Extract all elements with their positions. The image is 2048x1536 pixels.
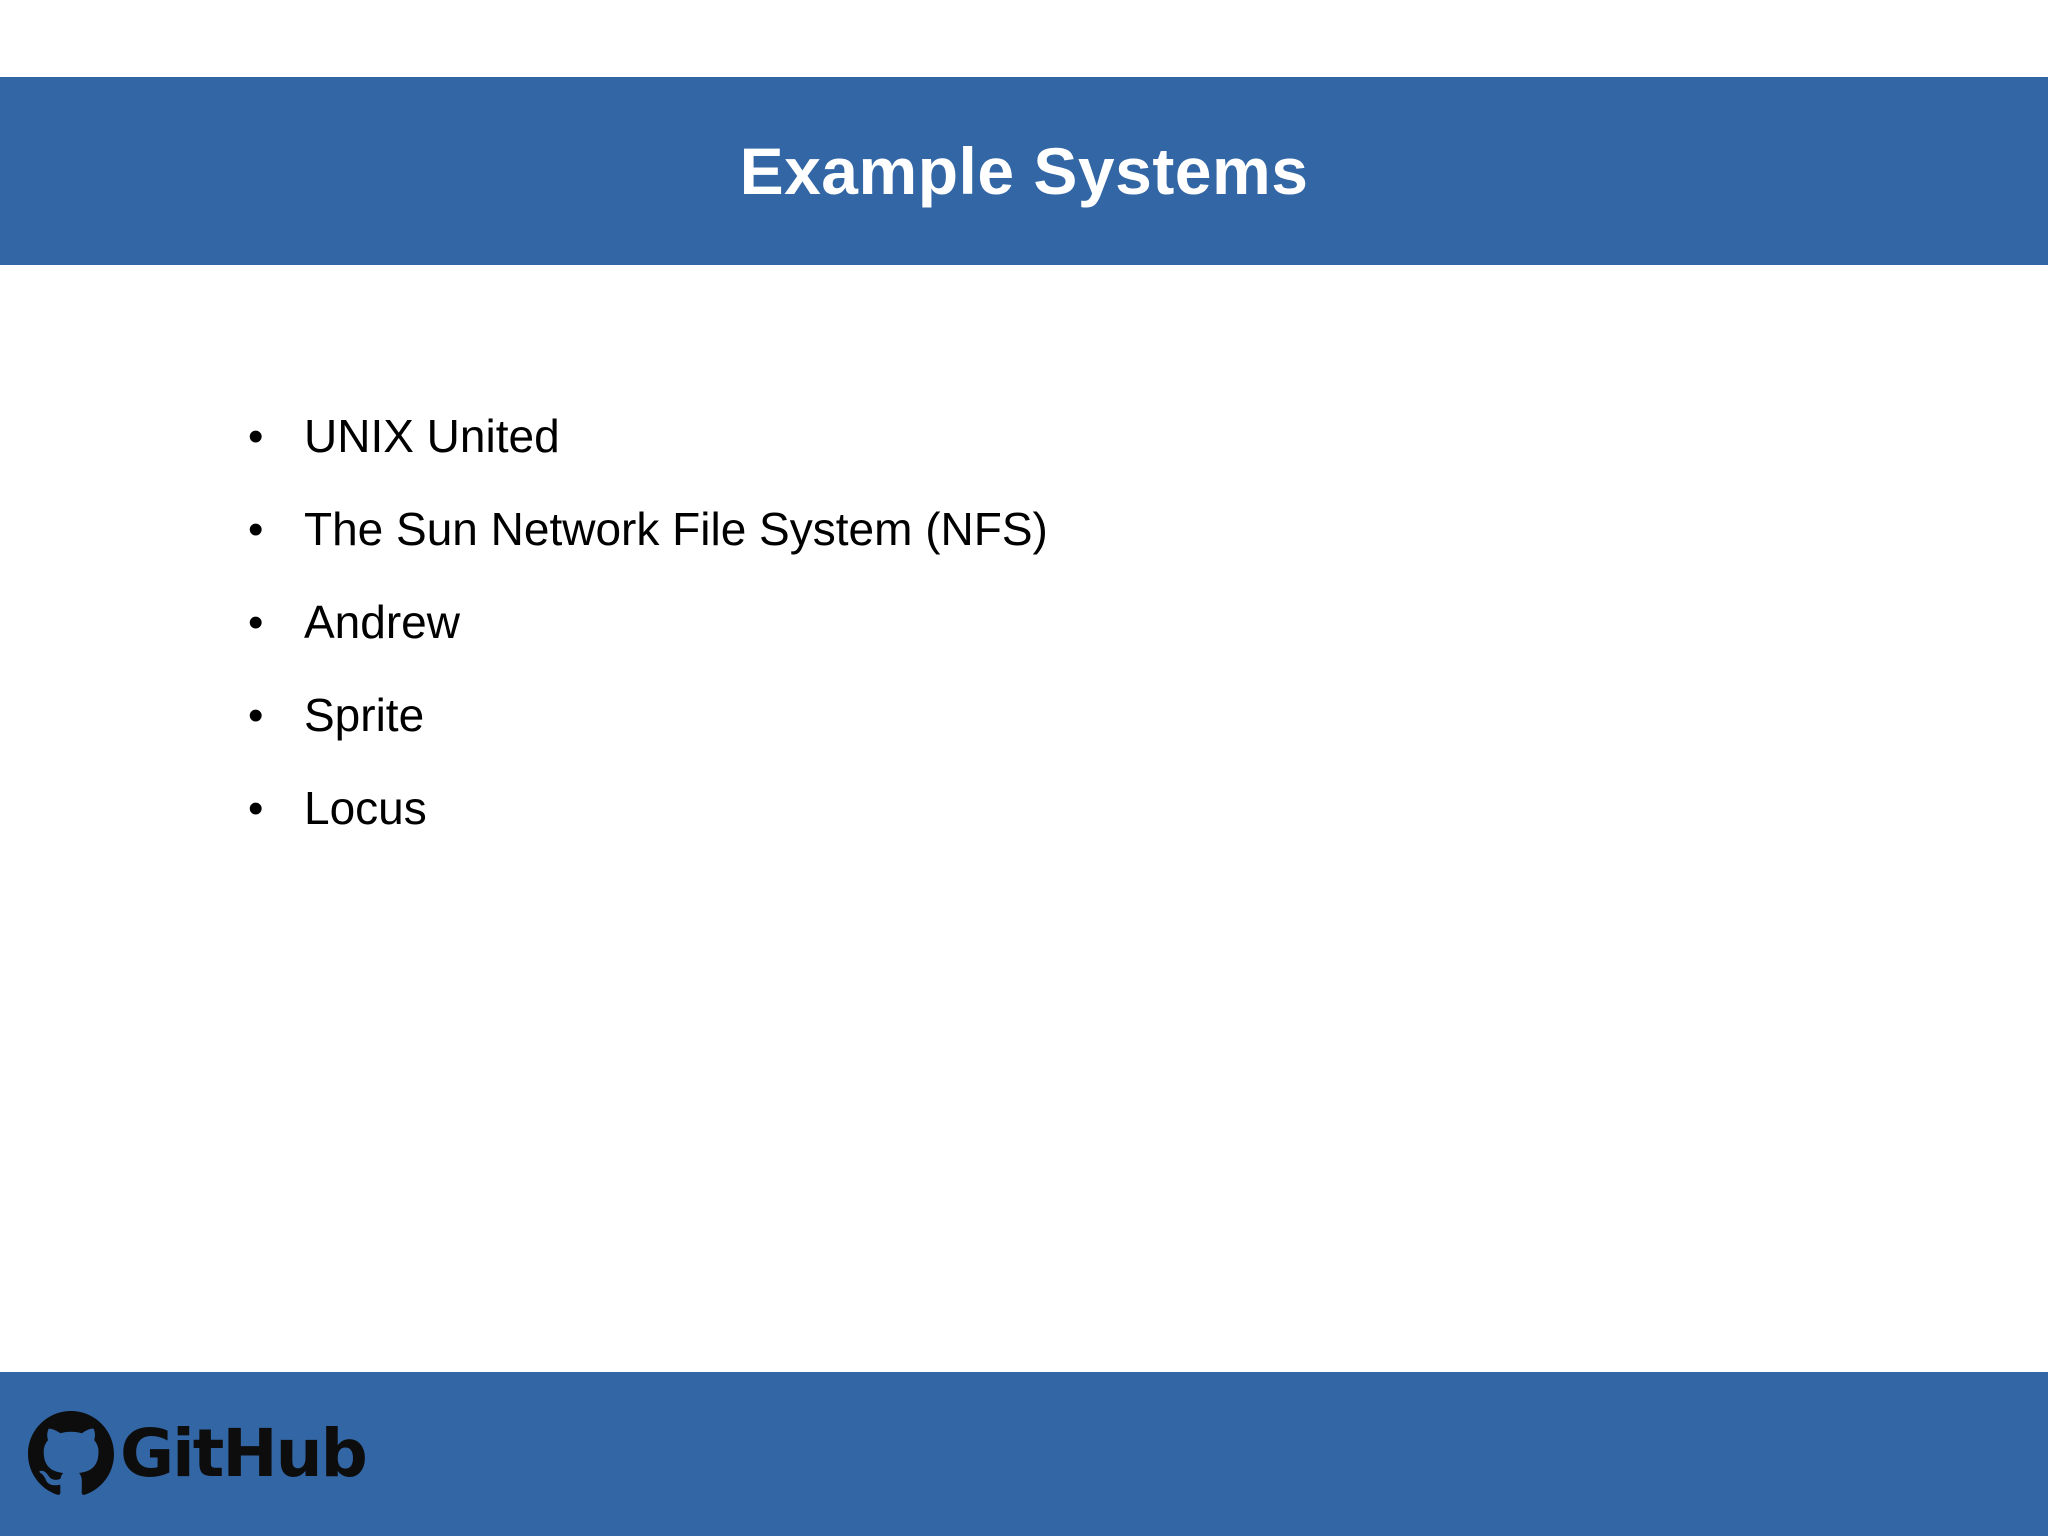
- bullet-icon: •: [248, 412, 264, 461]
- list-item: • UNIX United: [248, 390, 1048, 483]
- slide-body: • UNIX United • The Sun Network File Sys…: [0, 265, 2048, 1372]
- github-octocat-icon: [28, 1411, 114, 1497]
- list-item-label: UNIX United: [304, 410, 560, 462]
- list-item: • Sprite: [248, 669, 1048, 762]
- title-banner: Example Systems: [0, 77, 2048, 265]
- bullet-icon: •: [248, 505, 264, 554]
- bullet-icon: •: [248, 784, 264, 833]
- list-item: • The Sun Network File System (NFS): [248, 483, 1048, 576]
- github-wordmark: GitHub: [120, 1415, 368, 1492]
- github-logo: GitHub: [28, 1406, 368, 1502]
- page-title: Example Systems: [739, 134, 1309, 208]
- list-item-label: Locus: [304, 782, 427, 834]
- list-item-label: The Sun Network File System (NFS): [304, 503, 1048, 555]
- list-item: • Locus: [248, 762, 1048, 855]
- list-item: • Andrew: [248, 576, 1048, 669]
- footer-banner: GitHub https://github.com/syaifulahdan/ …: [0, 1372, 2048, 1536]
- bullet-icon: •: [248, 598, 264, 647]
- bullet-icon: •: [248, 691, 264, 740]
- list-item-label: Andrew: [304, 596, 460, 648]
- list-item-label: Sprite: [304, 689, 425, 741]
- bullet-list: • UNIX United • The Sun Network File Sys…: [248, 390, 1048, 855]
